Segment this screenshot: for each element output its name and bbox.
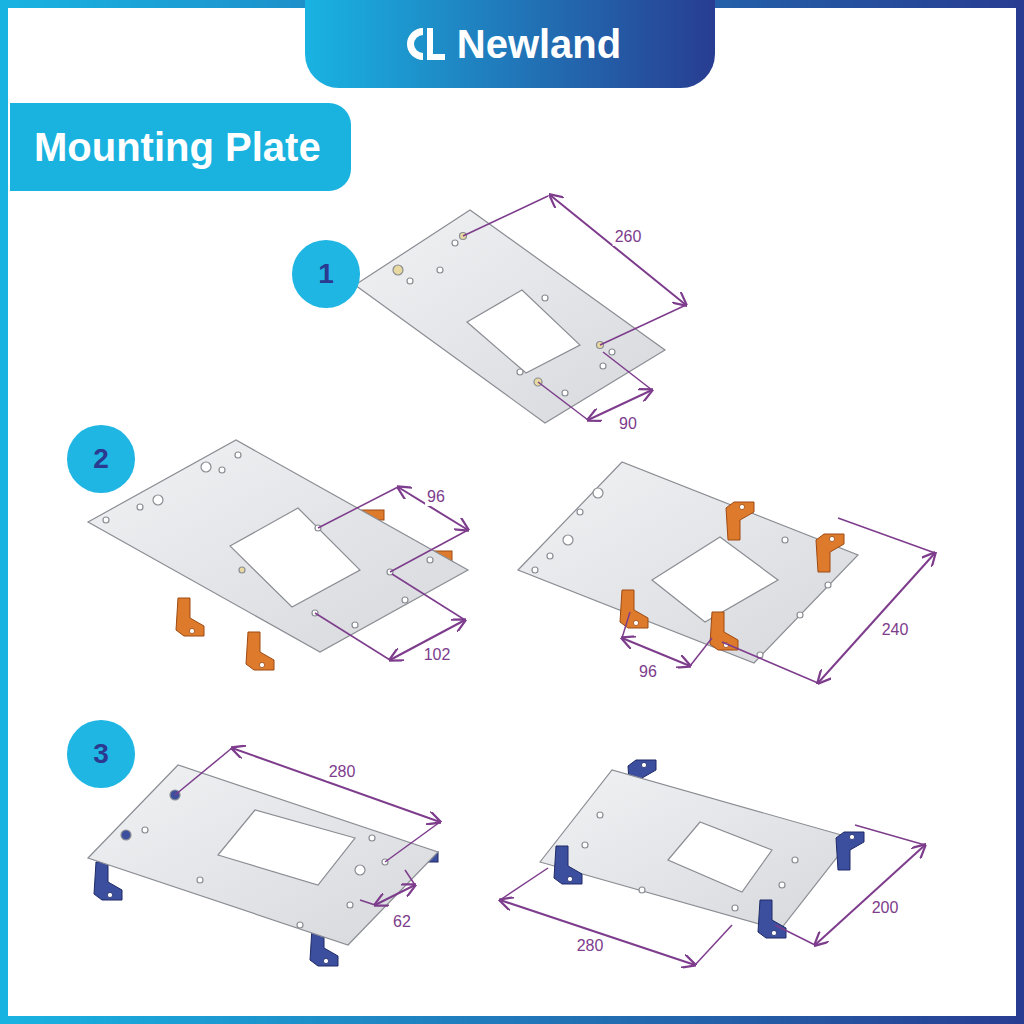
plate-1 xyxy=(355,210,665,423)
callout-number: 1 xyxy=(318,258,334,290)
dimension-lines xyxy=(175,195,935,965)
plate-3a xyxy=(88,765,438,966)
dimension-label: 90 xyxy=(617,415,639,433)
dimension-label: 96 xyxy=(637,663,659,681)
dimension-label: 280 xyxy=(575,937,606,955)
dimension-label: 62 xyxy=(391,913,413,931)
callout-number: 3 xyxy=(93,738,109,770)
title-band: Mounting Plate xyxy=(10,103,351,191)
dimension-label: 96 xyxy=(425,488,447,506)
logo-icon xyxy=(399,22,447,66)
logo-tab: Newland xyxy=(305,0,715,88)
dimension-label: 102 xyxy=(422,646,453,664)
plate-2a xyxy=(88,440,468,670)
step-circle: 3 xyxy=(67,720,135,788)
title: Mounting Plate xyxy=(34,125,321,170)
dimension-label: 280 xyxy=(327,763,358,781)
logo-mark xyxy=(407,28,445,60)
page-frame xyxy=(4,4,1020,1020)
brand-name: Newland xyxy=(457,22,621,67)
plate-2b xyxy=(518,462,858,663)
dimension-label: 260 xyxy=(613,228,644,246)
callout-number: 2 xyxy=(93,443,109,475)
plate-3b xyxy=(540,760,864,938)
step-circle: 2 xyxy=(67,425,135,493)
dimension-label: 240 xyxy=(880,621,911,639)
step-circle: 1 xyxy=(292,240,360,308)
dimension-label: 200 xyxy=(870,899,901,917)
